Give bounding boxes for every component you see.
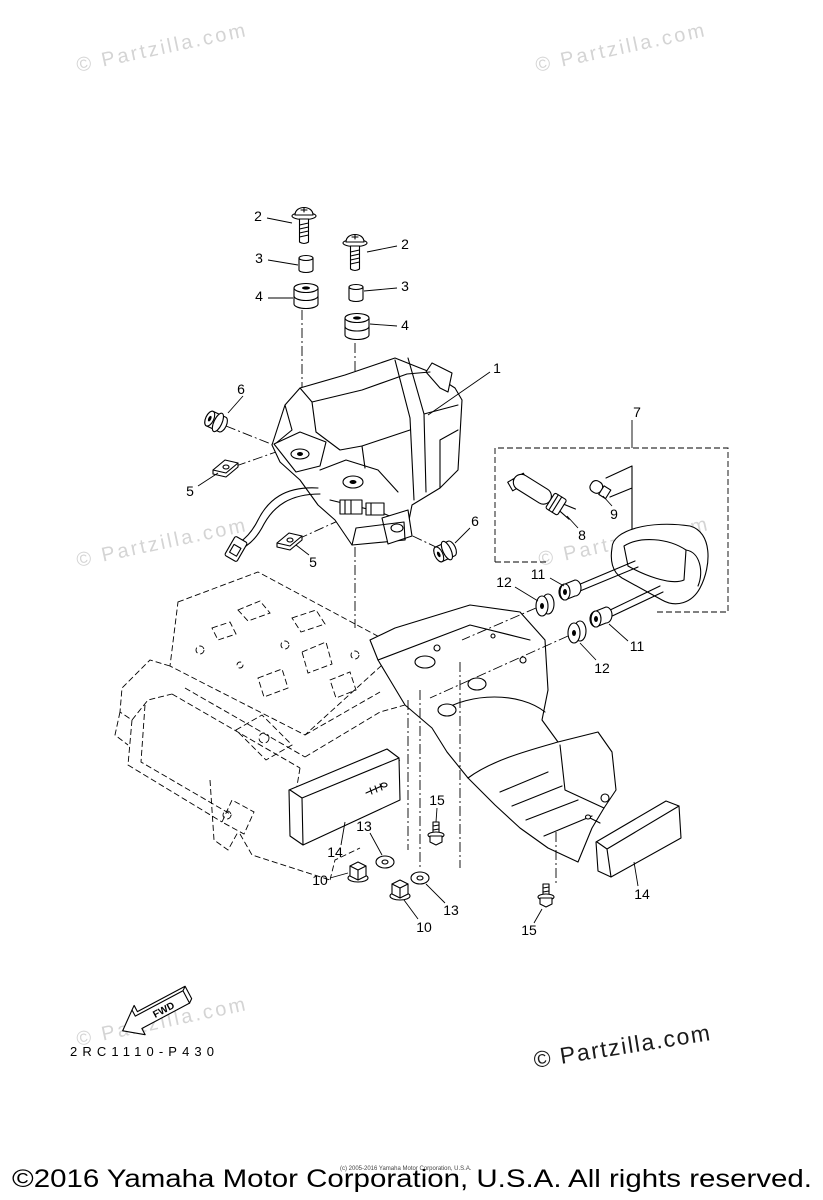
reflector-part-14 [288,748,401,846]
callout-label-14: 14 [327,844,343,860]
grommet-part-11 [589,606,613,628]
partzilla-stamp: © Partzilla.com [532,1019,712,1073]
callout-label-4: 4 [401,317,409,333]
bulb-part-9 [589,480,612,500]
callout-label-15: 15 [429,792,445,808]
leader-lines [197,217,639,924]
callout-label-5: 5 [186,483,194,499]
callout-label-2: 2 [401,236,409,252]
frame-outline [114,571,421,881]
callout-label-3: 3 [401,278,409,294]
reflector-part-14 [584,800,682,878]
callout-label-11: 11 [630,638,645,654]
callout-label-11: 11 [531,566,546,582]
washer-part-13 [375,855,395,869]
callout-label-12: 12 [496,574,512,590]
callout-label-13: 13 [443,902,459,918]
callout-label-4: 4 [255,288,263,304]
watermark-text: © Partzilla.com [74,515,247,572]
collar-part-3 [298,254,314,274]
callout-label-6: 6 [237,381,245,397]
grommet-part-6 [204,410,228,433]
grommet-part-4 [344,312,370,341]
bulb-socket-part-8 [507,472,576,520]
nut-part-10 [389,879,411,901]
flasher-light-assembly-part-7 [494,447,729,619]
bolt-part-2 [342,233,368,272]
grommet-part-4 [293,282,319,310]
grommet-part-6 [433,540,457,563]
watermark-text: © Partzilla.com [533,20,706,77]
callout-label-6: 6 [471,513,479,529]
nut-part-12 [535,593,555,617]
bolt-part-15 [537,883,555,908]
callout-label-13: 13 [356,818,372,834]
callout-label-9: 9 [610,506,618,522]
grommet-part-11 [558,579,582,601]
callout-label-10: 10 [312,872,328,888]
diagram-code: 2RC1110-P430 [70,1044,214,1059]
callout-label-15: 15 [521,922,537,938]
callout-label-2: 2 [254,208,262,224]
washer-part-13 [410,871,430,885]
rear-fender [369,604,617,863]
bolt-part-15 [427,821,445,846]
watermark-text: © Partzilla.com [74,20,247,77]
callout-label-14: 14 [634,886,650,902]
assembly-center-lines [225,310,569,884]
callout-label-12: 12 [594,660,610,676]
callout-label-10: 10 [416,919,432,935]
callout-labels: 2 3 4 2 3 4 1 6 5 6 5 7 9 8 11 12 11 12 … [186,208,650,938]
nut-part-12 [567,620,587,644]
tail-light-part-1 [224,357,463,562]
clip-nut-part-5 [212,459,239,478]
callout-label-8: 8 [578,527,586,543]
inner-copyright: (c) 2005-2016 Yamaha Motor Corporation, … [340,1166,472,1172]
collar-part-3 [348,283,364,303]
footer-copyright: ©2016 Yamaha Motor Corporation, U.S.A. A… [12,1165,812,1193]
nut-part-10 [347,861,369,883]
callout-label-7: 7 [633,404,641,420]
callout-label-1: 1 [493,360,501,376]
bolt-part-2 [291,206,317,245]
callout-label-3: 3 [255,250,263,266]
clip-nut-part-5 [276,532,303,551]
callout-label-5: 5 [309,554,317,570]
